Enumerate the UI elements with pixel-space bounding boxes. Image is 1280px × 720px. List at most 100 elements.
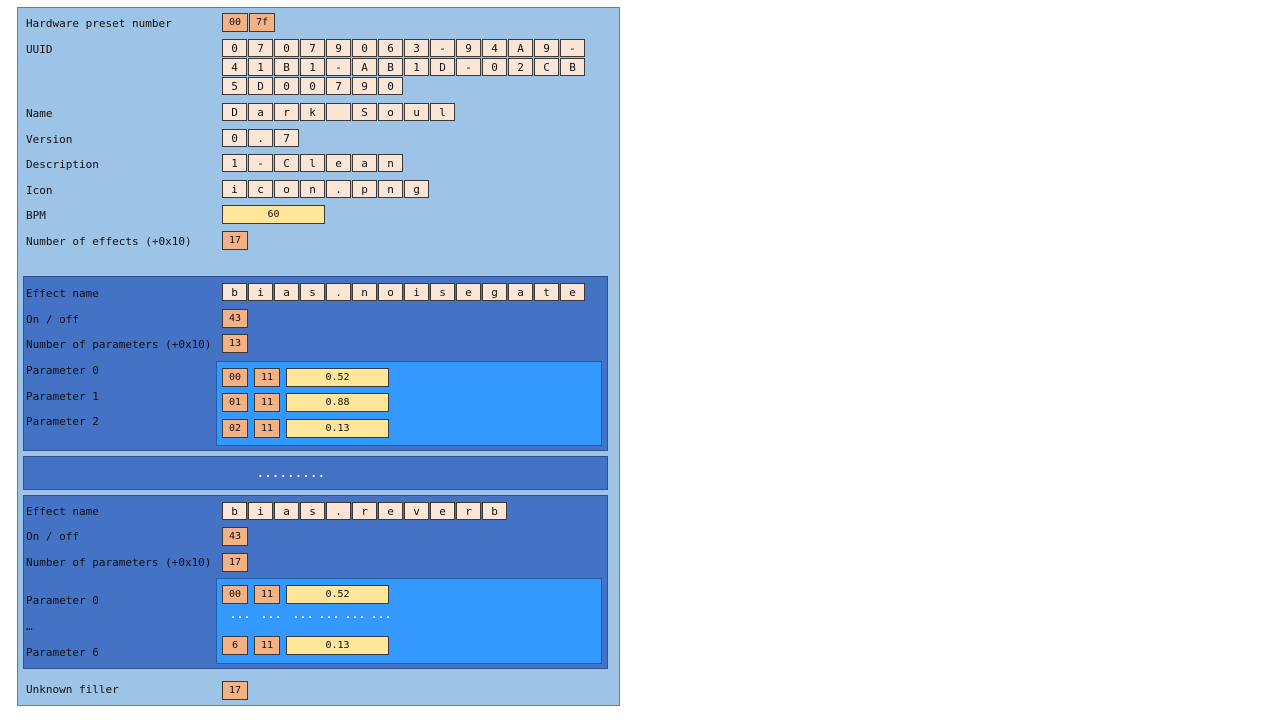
version-chars: 0.7 (222, 129, 612, 148)
char-cell: l (300, 154, 325, 172)
char-cell: - (430, 39, 455, 57)
char-cell: 5 (222, 77, 247, 95)
char-cell: D (222, 103, 247, 121)
params-box: 00 11 0.52 ... ... ... ... ... ... 6 11 … (216, 578, 602, 664)
uuid-label: UUID (26, 43, 53, 56)
char-cell: 0 (274, 77, 299, 95)
param-value: 0.52 (286, 368, 389, 387)
char-cell: a (274, 502, 299, 520)
param-type: 11 (254, 636, 280, 655)
char-cell: D (430, 58, 455, 76)
char-cell: 9 (326, 39, 351, 57)
char-cell: C (274, 154, 299, 172)
char-cell: 1 (222, 154, 247, 172)
param-type: 11 (254, 393, 280, 412)
char-cell: e (560, 283, 585, 301)
name-label: Name (26, 107, 53, 120)
param-type: 11 (254, 419, 280, 438)
filler-label: Unknown filler (26, 683, 119, 696)
param-row: 00 11 0.52 (222, 368, 389, 387)
char-cell: i (248, 283, 273, 301)
param-row: 6 11 0.13 (222, 636, 389, 655)
version-label: Version (26, 133, 73, 146)
char-cell: n (378, 180, 403, 198)
char-cell: e (326, 154, 351, 172)
char-cell: n (300, 180, 325, 198)
effects-count-label: Number of effects (+0x10) (26, 235, 192, 248)
char-cell: o (274, 180, 299, 198)
bpm-label: BPM (26, 209, 46, 222)
param-label: Parameter 0 (26, 364, 99, 377)
char-cell: i (404, 283, 429, 301)
char-cell: n (378, 154, 403, 172)
nparams-value: 17 (222, 553, 248, 572)
param-dots: ... (345, 610, 367, 621)
char-cell: 6 (378, 39, 403, 57)
char-cell: n (352, 283, 377, 301)
bpm-row: 60 (222, 205, 612, 224)
char-cell: 7 (326, 77, 351, 95)
char-cell: B (560, 58, 585, 76)
param-value: 0.13 (286, 636, 389, 655)
char-cell: B (378, 58, 403, 76)
ellipsis-text: ......... (257, 467, 326, 480)
char-cell: 4 (222, 58, 247, 76)
char-cell: s (300, 283, 325, 301)
nparams-label: Number of parameters (+0x10) (26, 556, 212, 569)
char-cell: S (352, 103, 377, 121)
param-row: 00 11 0.52 (222, 585, 389, 604)
char-cell: 0 (352, 39, 377, 57)
char-cell: o (378, 103, 403, 121)
char-cell: t (534, 283, 559, 301)
char-cell: u (404, 103, 429, 121)
nparams-value: 13 (222, 334, 248, 353)
filler-value: 17 (222, 681, 248, 700)
char-cell: . (248, 129, 273, 147)
char-cell: 2 (508, 58, 533, 76)
char-cell: v (404, 502, 429, 520)
preset-byte: 00 (222, 13, 248, 32)
char-cell: a (508, 283, 533, 301)
onoff-value: 43 (222, 527, 248, 546)
param-index: 02 (222, 419, 248, 438)
param-label: Parameter 1 (26, 390, 99, 403)
ellipsis-block: ......... (23, 456, 608, 490)
param-index: 01 (222, 393, 248, 412)
char-cell: a (274, 283, 299, 301)
char-cell: k (300, 103, 325, 121)
preset-byte: 7f (249, 13, 275, 32)
param-index: 6 (222, 636, 248, 655)
param-row: 01 11 0.88 (222, 393, 389, 412)
nparams-label: Number of parameters (+0x10) (26, 338, 212, 351)
char-cell: 7 (274, 129, 299, 147)
icon-label: Icon (26, 184, 53, 197)
char-cell (326, 103, 351, 121)
effect-name-label: Effect name (26, 505, 99, 518)
param-label: Parameter 2 (26, 415, 99, 428)
char-cell: . (326, 283, 351, 301)
char-cell: g (482, 283, 507, 301)
char-cell: l (430, 103, 455, 121)
char-cell: a (352, 154, 377, 172)
char-cell: 1 (300, 58, 325, 76)
onoff-label: On / off (26, 530, 79, 543)
char-cell: s (300, 502, 325, 520)
char-cell: 9 (534, 39, 559, 57)
char-cell: - (248, 154, 273, 172)
param-type: 11 (254, 585, 280, 604)
char-cell: 0 (274, 39, 299, 57)
char-cell: 9 (352, 77, 377, 95)
char-cell: - (456, 58, 481, 76)
char-cell: 1 (404, 58, 429, 76)
char-cell: 1 (248, 58, 273, 76)
char-cell: . (326, 180, 351, 198)
param-dots: ... (261, 610, 283, 621)
char-cell: i (222, 180, 247, 198)
